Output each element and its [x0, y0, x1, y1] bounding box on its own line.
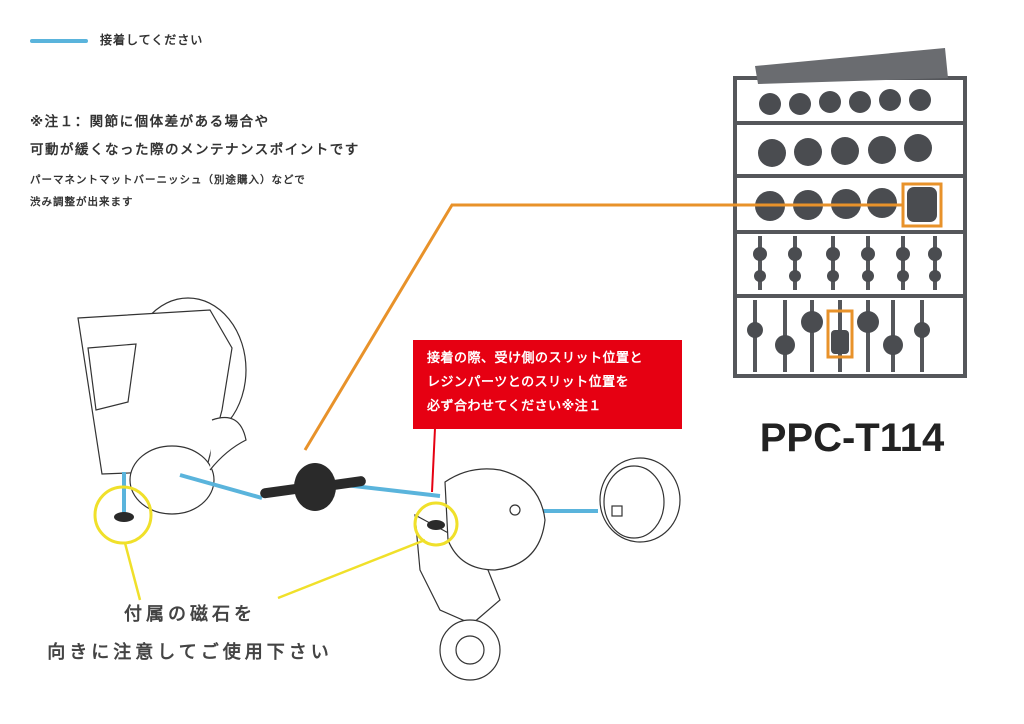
note-line-4: 渋み調整が出来ます — [30, 196, 134, 208]
yellow-pointer-right — [277, 538, 426, 600]
magnet-highlight-left — [93, 485, 153, 545]
warning-line-2: レジンパーツとのスリット位置を — [427, 375, 630, 390]
right-leg-part — [414, 468, 546, 681]
warning-line-3: 必ず合わせてください※注１ — [427, 399, 602, 414]
callout-line-orange — [303, 203, 903, 451]
magnet-note-line-1: 付属の磁石を — [124, 604, 256, 625]
warning-line-1: 接着の際、受け側のスリット位置と — [427, 351, 644, 366]
legend-label: 接着してください — [100, 33, 204, 47]
legend-line — [30, 39, 88, 43]
round-cap-part — [599, 457, 681, 543]
runner-sprue — [733, 48, 967, 378]
magnet-note: 付属の磁石を 向きに注意してご使用下さい — [30, 596, 350, 672]
product-code: PPC-T114 — [759, 416, 945, 460]
note-line-3: パーマネントマットバーニッシュ（別途購入）などで — [30, 174, 306, 186]
magnet-left — [114, 512, 134, 522]
note-line-2: 可動が緩くなった際のメンテナンスポイントです — [30, 142, 360, 158]
warning-box: 接着の際、受け側のスリット位置と レジンパーツとのスリット位置を 必ず合わせてく… — [413, 340, 682, 429]
left-torso-part — [77, 297, 247, 515]
yellow-pointer-left — [123, 542, 142, 601]
magnet-note-line-2: 向きに注意してご使用下さい — [47, 642, 333, 663]
runner-highlight-box-2 — [826, 309, 854, 359]
magnet-right — [427, 520, 445, 530]
red-pointer-line — [431, 427, 436, 493]
note-line-1: ※注１：関節に個体差がある場合や — [30, 114, 270, 130]
joint-pin — [260, 463, 366, 511]
magnet-highlight-right — [413, 501, 459, 547]
